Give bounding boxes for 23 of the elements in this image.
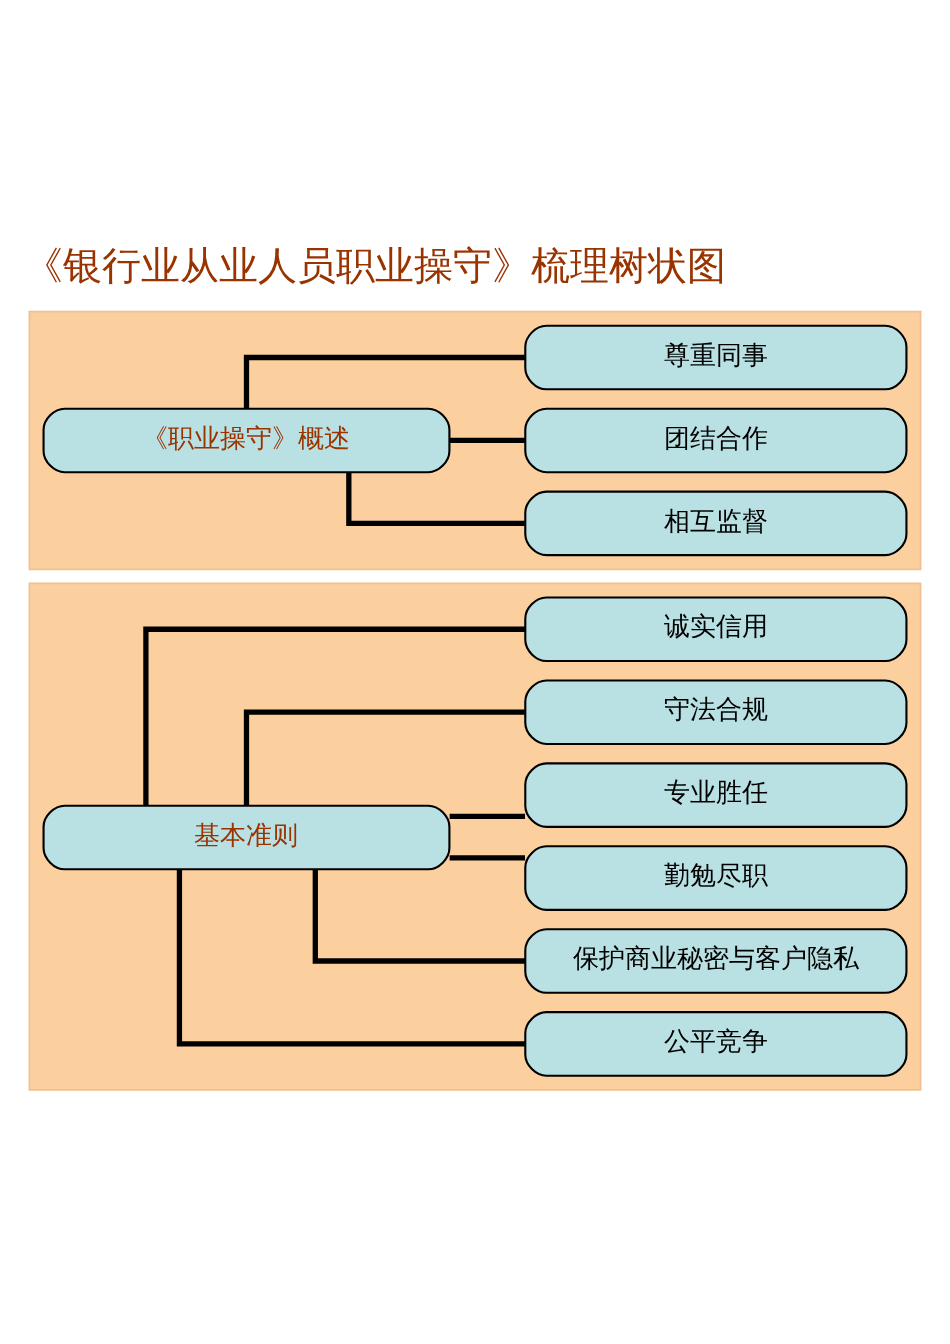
node-box: 尊重同事	[524, 324, 908, 390]
node-box: 专业胜任	[524, 761, 908, 828]
connector	[312, 868, 525, 964]
connector	[449, 813, 525, 819]
connector	[176, 868, 526, 1047]
node-box: 勤勉尽职	[524, 844, 908, 911]
node-box: 公平竞争	[524, 1010, 908, 1077]
cluster	[28, 582, 922, 1091]
connector	[243, 709, 525, 805]
connector	[449, 437, 525, 443]
node-box: 保护商业秘密与客户隐私	[524, 927, 908, 994]
connector	[143, 626, 526, 805]
node-box: 基本准则	[42, 804, 451, 870]
node-box: 诚实信用	[524, 595, 908, 662]
connector	[346, 471, 525, 526]
diagram-title: 《银行业从业人员职业操守》梳理树状图	[24, 242, 727, 288]
node-box: 《职业操守》概述	[42, 407, 451, 473]
connector	[449, 854, 525, 860]
connector	[243, 354, 525, 409]
node-box: 团结合作	[524, 407, 908, 473]
cluster	[28, 310, 922, 570]
node-box: 守法合规	[524, 678, 908, 745]
node-box: 相互监督	[524, 490, 908, 556]
